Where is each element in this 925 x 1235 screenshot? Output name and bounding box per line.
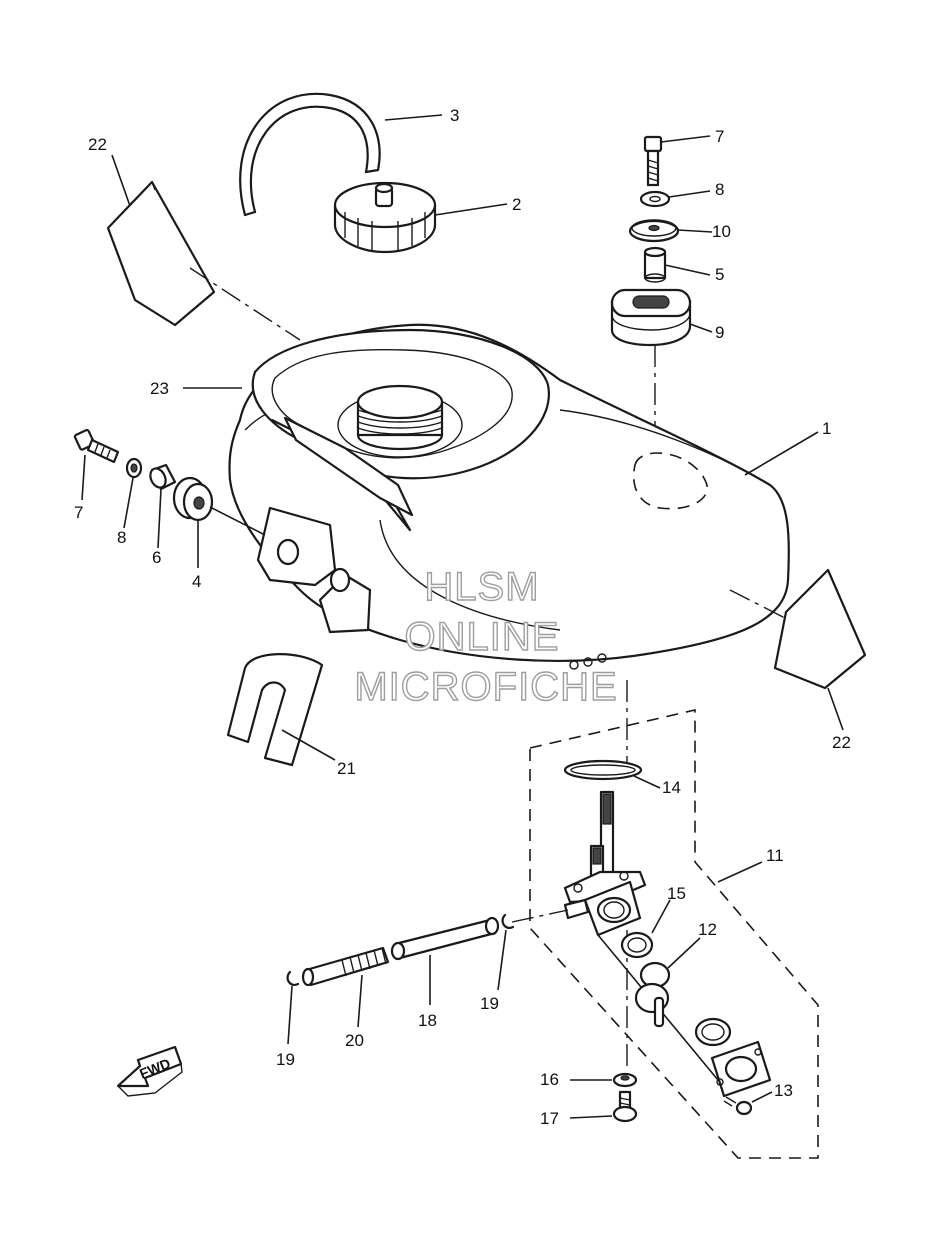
o-ring-14 xyxy=(563,759,643,781)
fuel-cap-part xyxy=(333,181,437,254)
lever-seal-15 xyxy=(620,931,654,959)
callout-23: 23 xyxy=(150,379,169,398)
breather-hose-part xyxy=(239,92,381,217)
fuel-tank-body xyxy=(228,323,790,670)
screw-13 xyxy=(723,1096,753,1116)
callout-8-left: 8 xyxy=(117,528,126,547)
callout-12: 12 xyxy=(698,920,717,939)
plate-washer-10 xyxy=(628,219,680,243)
clip-19-right xyxy=(501,913,515,929)
collar-6 xyxy=(149,463,177,491)
protector-21 xyxy=(226,653,324,767)
lever-knob xyxy=(634,982,670,1028)
callout-10: 10 xyxy=(712,222,731,241)
collar-5 xyxy=(643,246,667,283)
callout-21: 21 xyxy=(337,759,356,778)
callout-9: 9 xyxy=(715,323,724,342)
bracket-22-right xyxy=(773,568,867,690)
callout-1: 1 xyxy=(822,419,831,438)
watermark-line-3: MICROFICHE xyxy=(354,665,617,709)
watermark-line-2: ONLINE xyxy=(405,615,560,659)
callout-6: 6 xyxy=(152,548,161,567)
callout-15: 15 xyxy=(667,884,686,903)
drain-screw-17 xyxy=(612,1090,638,1123)
callout-7-right: 7 xyxy=(715,127,724,146)
callout-11: 11 xyxy=(766,846,784,865)
callout-13: 13 xyxy=(774,1081,793,1100)
callout-7-left: 7 xyxy=(74,503,83,522)
damper-9 xyxy=(610,288,692,347)
washer-left xyxy=(125,457,143,479)
callout-20: 20 xyxy=(345,1031,364,1050)
callout-2: 2 xyxy=(512,195,521,214)
fuel-pipe-18 xyxy=(390,916,500,961)
callout-22-right: 22 xyxy=(832,733,851,752)
callout-18: 18 xyxy=(418,1011,437,1030)
watermark: HLSM ONLINE MICROFICHE xyxy=(354,564,618,709)
fuel-cock-kit-frame xyxy=(529,708,819,1159)
washer-16 xyxy=(612,1072,638,1088)
lever-spring xyxy=(694,1017,732,1047)
callout-19-left: 19 xyxy=(276,1050,295,1069)
forward-direction-arrow: FWD xyxy=(116,1045,183,1097)
fuel-cock-body xyxy=(563,790,647,937)
callout-numbers: 3 2 7 8 10 5 9 1 22 23 7 8 6 4 21 22 14 … xyxy=(74,106,851,1128)
mount-bolt-right xyxy=(643,135,663,187)
clip-19-left xyxy=(286,970,300,986)
lever-plate xyxy=(710,1040,772,1098)
callout-8-right: 8 xyxy=(715,180,724,199)
watermark-line-1: HLSM xyxy=(424,565,539,609)
callout-22-left: 22 xyxy=(88,135,107,154)
spring-protector-20 xyxy=(301,946,390,987)
damper-4 xyxy=(172,476,214,522)
mount-bolt-left xyxy=(73,428,120,464)
callout-14: 14 xyxy=(662,778,681,797)
leader-lines xyxy=(81,114,844,1119)
washer-right xyxy=(639,190,671,208)
callout-5: 5 xyxy=(715,265,724,284)
callout-19-right: 19 xyxy=(480,994,499,1013)
callout-3: 3 xyxy=(450,106,459,125)
callout-17: 17 xyxy=(540,1109,559,1128)
callout-16: 16 xyxy=(540,1070,559,1089)
bracket-22-left xyxy=(106,180,216,327)
callout-4: 4 xyxy=(192,572,201,591)
